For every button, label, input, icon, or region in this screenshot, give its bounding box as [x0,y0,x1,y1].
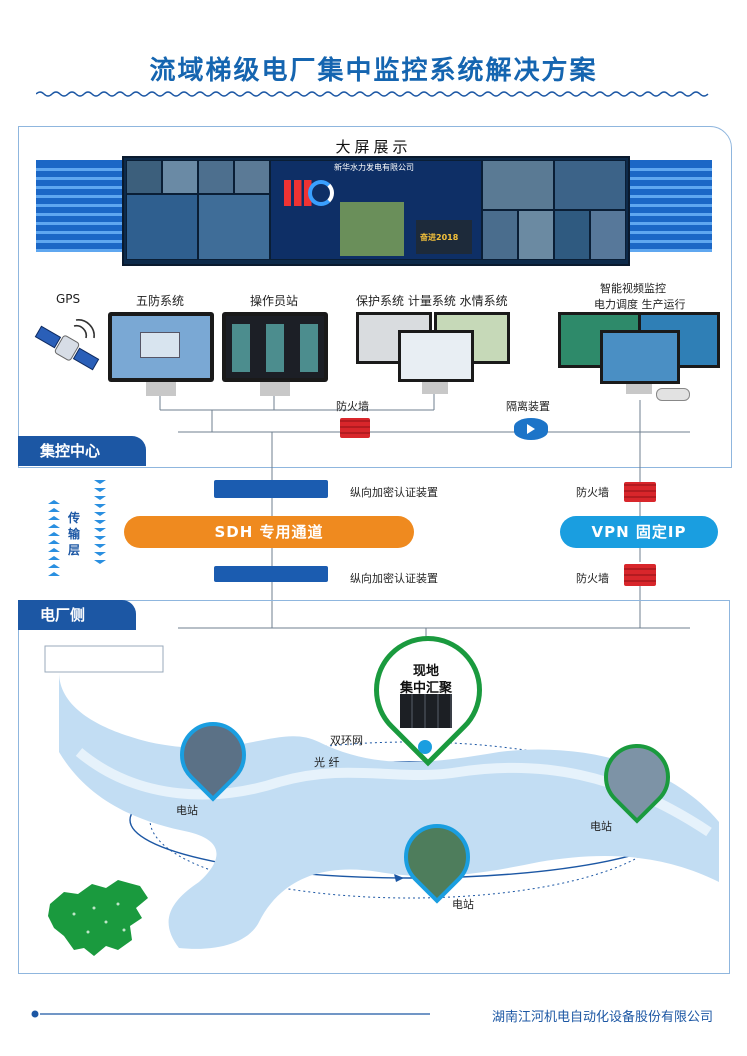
footer-line [31,1010,430,1018]
protect-monitor-stand [422,382,448,394]
wufang-monitor-stand [146,382,176,396]
footer-company: 湖南江河机电自动化设备股份有限公司 [491,1010,713,1025]
firewall-right-top-icon [624,482,656,502]
firewall-icon [340,418,370,438]
station-right-label: 电站 [590,820,612,833]
big-screen-logo-text: 奋进2018 [420,233,459,242]
station-left-label: 电站 [176,804,198,817]
hub-title-line1: 现地 [412,664,439,679]
encrypt-device-bottom [214,566,328,582]
encrypt-bottom-label: 纵向加密认证装置 [350,572,438,585]
video-wall-left-wing [36,160,124,252]
control-center-tab: 集控中心 [18,436,146,466]
fiber-label: 光 纤 [314,756,340,769]
video-wall-right-wing [624,160,712,252]
protect-label: 保护系统 计量系统 水情系统 [356,294,508,308]
satellite-icon [34,319,100,371]
station-bottom-label: 电站 [452,898,474,911]
isolation-icon [514,418,548,440]
sdh-channel: SDH 专用通道 [124,516,414,548]
china-map-icon [48,880,148,956]
page-title: 流域梯级电厂集中监控系统解决方案 [149,56,598,86]
firewall-right-bottom-icon [624,564,656,586]
protect-monitor-front [398,330,474,382]
hub-pin-tip [418,740,432,754]
video-label-line1: 智能视频监控 [600,282,666,295]
wufang-label: 五防系统 [136,294,185,308]
wufang-monitor [108,312,214,382]
title-underline [36,91,709,97]
hub-title-line2: 集中汇聚 [399,681,452,696]
firewall-right-top-label: 防火墙 [576,486,609,499]
ring-label: 双环网 [330,734,363,747]
dashboard-map [340,202,404,256]
operator-label: 操作员站 [250,294,299,308]
river-illustration [44,645,719,949]
video-label-line2: 电力调度 生产运行 [594,298,686,311]
control-center-frame [18,126,732,468]
vpn-channel: VPN 固定IP [560,516,718,548]
big-screen-logo [416,220,472,254]
video-monitor-stand [626,384,652,394]
encrypt-top-label: 纵向加密认证装置 [350,486,438,499]
firewall-label: 防火墙 [336,400,369,413]
encrypt-device-top [214,480,328,498]
operator-monitor-stand [260,382,290,396]
video-wall: 新华水力发电有限公司 奋进2018 [122,156,630,266]
isolation-label: 隔离装置 [506,400,550,413]
transmission-label: 传输层 [68,511,81,557]
dashboard-donut [308,180,334,206]
gps-label: GPS [56,292,81,306]
operator-monitor [222,312,328,382]
plant-side-frame [18,600,730,974]
firewall-right-bottom-label: 防火墙 [576,572,609,585]
video-monitor-front [600,330,680,384]
plant-side-tab: 电厂侧 [18,600,136,630]
server-rack-icon [400,694,452,728]
big-screen-title: 大屏展示 [335,138,412,156]
camera-icon [656,388,690,401]
transmission-arrows-icon [48,480,106,576]
big-screen-company: 新华水力发电有限公司 [334,163,414,172]
